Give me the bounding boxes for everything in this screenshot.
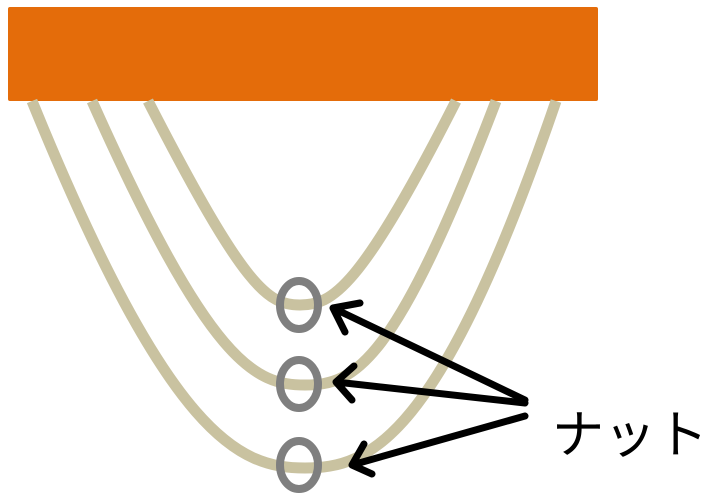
nut-middle xyxy=(276,356,322,412)
string-loop-outer xyxy=(26,98,562,474)
arrow-to-nut-middle xyxy=(332,362,529,407)
strings xyxy=(26,98,562,474)
support-bar xyxy=(8,7,598,101)
nut-top xyxy=(276,277,322,333)
arrows xyxy=(329,299,529,478)
nut-bottom xyxy=(276,437,322,493)
string-loop-inner xyxy=(143,98,461,311)
nut-label: ナット xyxy=(552,406,702,466)
nuts xyxy=(276,277,322,493)
string-loop-middle xyxy=(86,98,502,391)
arrow-to-nut-top xyxy=(329,299,529,404)
arrow-to-nut-bottom xyxy=(348,412,529,478)
